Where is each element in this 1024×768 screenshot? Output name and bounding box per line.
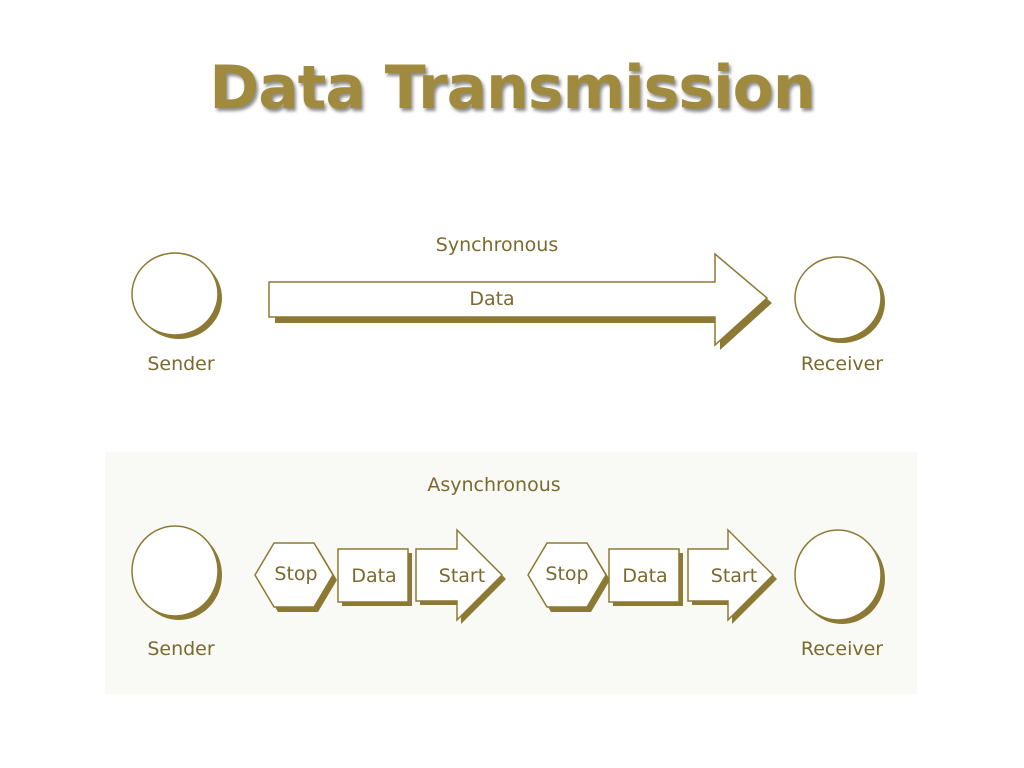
async-sender-label: Sender — [147, 638, 215, 660]
asynchronous-label: Asynchronous — [427, 474, 560, 496]
synchronous-label: Synchronous — [436, 234, 558, 256]
stop-label: Stop — [545, 563, 588, 585]
data-label: Data — [622, 565, 667, 587]
synchronous-section: Synchronous Sender Data Receiver — [131, 234, 885, 375]
stop-label: Stop — [274, 563, 317, 585]
data-label: Data — [351, 565, 396, 587]
data-block-shape — [337, 548, 412, 606]
asynchronous-section: Asynchronous Sender Stop Data — [105, 452, 917, 694]
sync-sender-node — [131, 252, 222, 339]
start-bit-arrow — [415, 528, 506, 624]
async-receiver-node — [794, 529, 885, 624]
slide-title: Data Transmission — [209, 53, 815, 123]
data-block-shape — [608, 548, 683, 606]
sync-receiver-node — [794, 256, 885, 343]
sync-receiver-label: Receiver — [801, 353, 883, 375]
async-group-2: Stop Data Start — [527, 528, 777, 624]
async-group-1: Stop Data Start — [254, 528, 506, 624]
sync-sender-label: Sender — [147, 353, 215, 375]
sync-data-label: Data — [469, 288, 514, 310]
async-sender-node — [131, 525, 222, 620]
start-label: Start — [711, 565, 757, 587]
stop-bit-shape — [254, 542, 337, 612]
sync-data-arrow — [268, 252, 772, 350]
async-receiver-label: Receiver — [801, 638, 883, 660]
start-label: Start — [439, 565, 485, 587]
stop-bit-shape — [527, 542, 610, 612]
start-bit-arrow — [687, 528, 777, 624]
async-panel — [105, 452, 917, 694]
